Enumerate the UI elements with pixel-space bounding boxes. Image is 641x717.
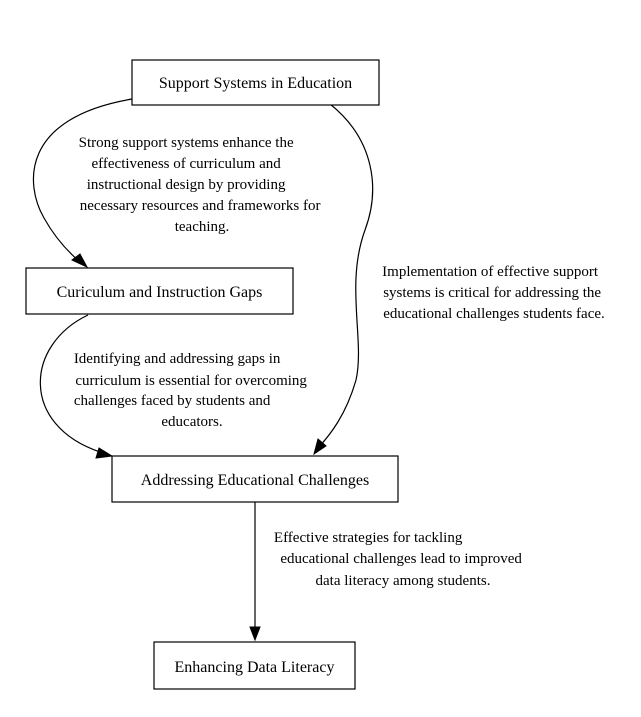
edge-line — [317, 103, 374, 449]
arrowhead-icon — [249, 626, 261, 642]
edge-label-line: Strong support systems enhance the — [79, 135, 294, 151]
edge-gaps-to-challenges — [39, 314, 114, 459]
edge-label-gaps-to-challenges: Identifying and addressing gaps in curri… — [74, 351, 311, 430]
edge-label-line: Effective strategies for tackling — [274, 530, 463, 546]
node-label: Enhancing Data Literacy — [175, 659, 335, 676]
node-box — [25, 267, 294, 315]
node-box — [153, 641, 356, 690]
edge-label-line: instructional design by providing — [87, 177, 286, 193]
edge-label-line: teaching. — [175, 219, 230, 235]
arrowhead-icon — [313, 438, 327, 456]
edge-label-support-to-challenges: Implementation of effective support syst… — [382, 264, 605, 322]
node-box — [111, 455, 399, 503]
edge-label-line: educational challenges lead to improved — [280, 551, 522, 567]
node-label: Support Systems in Education — [159, 75, 352, 92]
edge-support-to-gaps — [32, 98, 133, 269]
edge-challenges-to-literacy — [249, 502, 261, 642]
edge-label-line: data literacy among students. — [316, 573, 491, 589]
arrowhead-icon — [95, 447, 114, 459]
edge-label-line: Identifying and addressing gaps in — [74, 351, 281, 367]
arrowhead-icon — [71, 253, 89, 269]
edge-support-to-challenges — [313, 103, 374, 456]
edge-label-line: curriculum is essential for overcoming — [75, 373, 307, 389]
edge-label-line: educational challenges students face. — [383, 306, 605, 322]
node-data-literacy: Enhancing Data Literacy — [153, 641, 356, 690]
edge-label-line: educators. — [161, 414, 222, 430]
node-label: Curiculum and Instruction Gaps — [57, 284, 263, 301]
node-educational-challenges: Addressing Educational Challenges — [111, 455, 399, 503]
node-box — [131, 59, 380, 106]
edge-label-line: Implementation of effective support — [382, 264, 599, 280]
edge-line — [39, 314, 101, 453]
edge-label-line: systems is critical for addressing the — [383, 285, 601, 301]
edge-label-challenges-to-literacy: Effective strategies for tackling educat… — [274, 530, 526, 589]
edge-label-line: effectiveness of curriculum and — [92, 156, 282, 172]
node-curriculum-gaps: Curiculum and Instruction Gaps — [25, 267, 294, 315]
edge-line — [32, 98, 133, 263]
edge-label-line: necessary resources and frameworks for — [80, 198, 321, 214]
node-label: Addressing Educational Challenges — [141, 472, 369, 489]
edge-label-line: challenges faced by students and — [74, 393, 271, 409]
node-support-systems: Support Systems in Education — [131, 59, 380, 106]
edge-label-support-to-gaps: Strong support systems enhance the effec… — [79, 135, 325, 235]
